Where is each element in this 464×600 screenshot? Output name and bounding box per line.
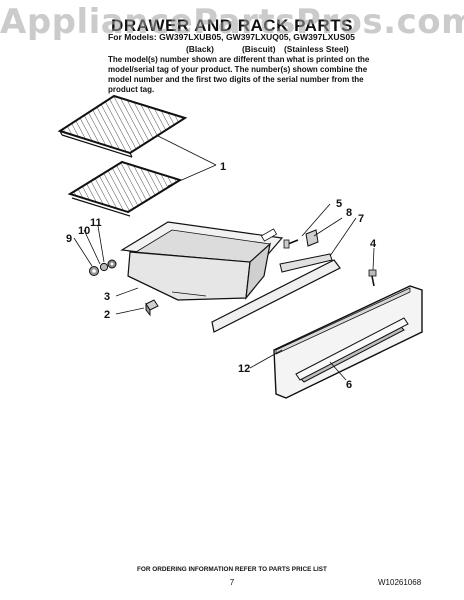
glide-assembly bbox=[89, 259, 117, 276]
ordering-instructions: FOR ORDERING INFORMATION REFER TO PARTS … bbox=[137, 566, 327, 573]
callout-11: 11 bbox=[90, 217, 102, 229]
leader-lines bbox=[73, 135, 375, 381]
callout-3: 3 bbox=[104, 291, 110, 303]
callout-9: 9 bbox=[66, 233, 72, 245]
screw bbox=[368, 269, 377, 287]
drawer-liner bbox=[211, 259, 341, 333]
drawer-inner-strip bbox=[279, 253, 333, 273]
callout-4: 4 bbox=[370, 238, 377, 250]
callout-10: 10 bbox=[78, 225, 90, 237]
color-label-stainless: (Stainless Steel) bbox=[284, 44, 349, 54]
callout-5: 5 bbox=[336, 198, 342, 210]
drawer-front-panel bbox=[273, 285, 423, 399]
color-label-black: (Black) bbox=[186, 44, 214, 54]
models-line: For Models: GW397LXUB05, GW397LXUQ05, GW… bbox=[108, 32, 355, 42]
callout-1: 1 bbox=[220, 161, 226, 173]
screw-and-clip bbox=[283, 229, 319, 249]
document-number: W10261068 bbox=[378, 578, 422, 587]
drawer-pan bbox=[120, 221, 284, 301]
model-notice: The model(s) number shown are different … bbox=[108, 55, 370, 94]
page-number: 7 bbox=[229, 578, 235, 587]
callout-12: 12 bbox=[238, 363, 250, 375]
drawer-stop bbox=[145, 299, 159, 317]
callout-7: 7 bbox=[358, 213, 364, 225]
watermark: AppliancePartsPros.com bbox=[0, 2, 464, 42]
color-label-biscuit: (Biscuit) bbox=[242, 44, 276, 54]
callout-6: 6 bbox=[346, 379, 352, 391]
page-title: DRAWER AND RACK PARTS bbox=[111, 16, 353, 35]
callout-8: 8 bbox=[346, 207, 352, 219]
oven-rack-lower bbox=[67, 160, 183, 217]
oven-rack-upper bbox=[57, 94, 188, 158]
callout-2: 2 bbox=[104, 309, 110, 321]
